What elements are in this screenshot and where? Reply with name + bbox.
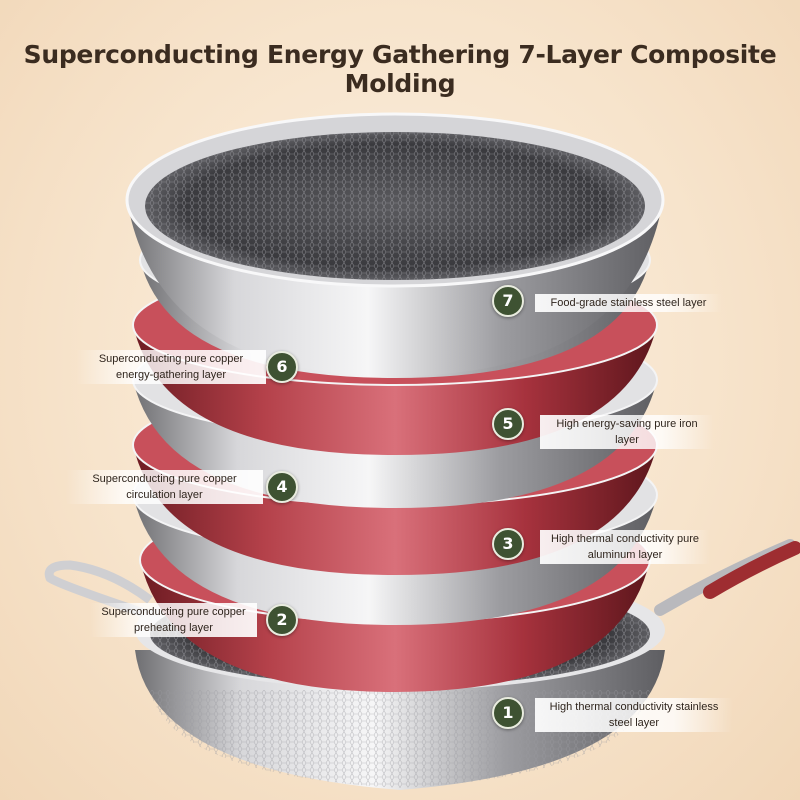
long-handle-grip (703, 541, 800, 599)
layer-3-label: High thermal conductivity pure aluminum … (540, 530, 710, 564)
layer-7-badge: 7 (492, 285, 524, 317)
layer-7-label: Food-grade stainless steel layer (535, 294, 722, 312)
page-title: Superconducting Energy Gathering 7-Layer… (23, 40, 777, 98)
layer-5-badge: 5 (492, 408, 524, 440)
layer-4-label: Superconducting pure copper circulation … (66, 470, 263, 504)
helper-handle (44, 560, 153, 620)
layer-4-badge: 4 (266, 471, 298, 503)
layer-2-badge: 2 (266, 604, 298, 636)
top-pan-interior (125, 112, 665, 288)
layer-6-label: Superconducting pure copper energy-gathe… (76, 350, 266, 384)
layer-6-badge: 6 (266, 351, 298, 383)
layer-1-badge: 1 (492, 697, 524, 729)
layer-3-badge: 3 (492, 528, 524, 560)
layer-5-label: High energy-saving pure iron layer (540, 415, 714, 449)
layer-1-label: High thermal conductivity stainless stee… (535, 698, 733, 732)
layer-2-label: Superconducting pure copper preheating l… (90, 603, 257, 637)
